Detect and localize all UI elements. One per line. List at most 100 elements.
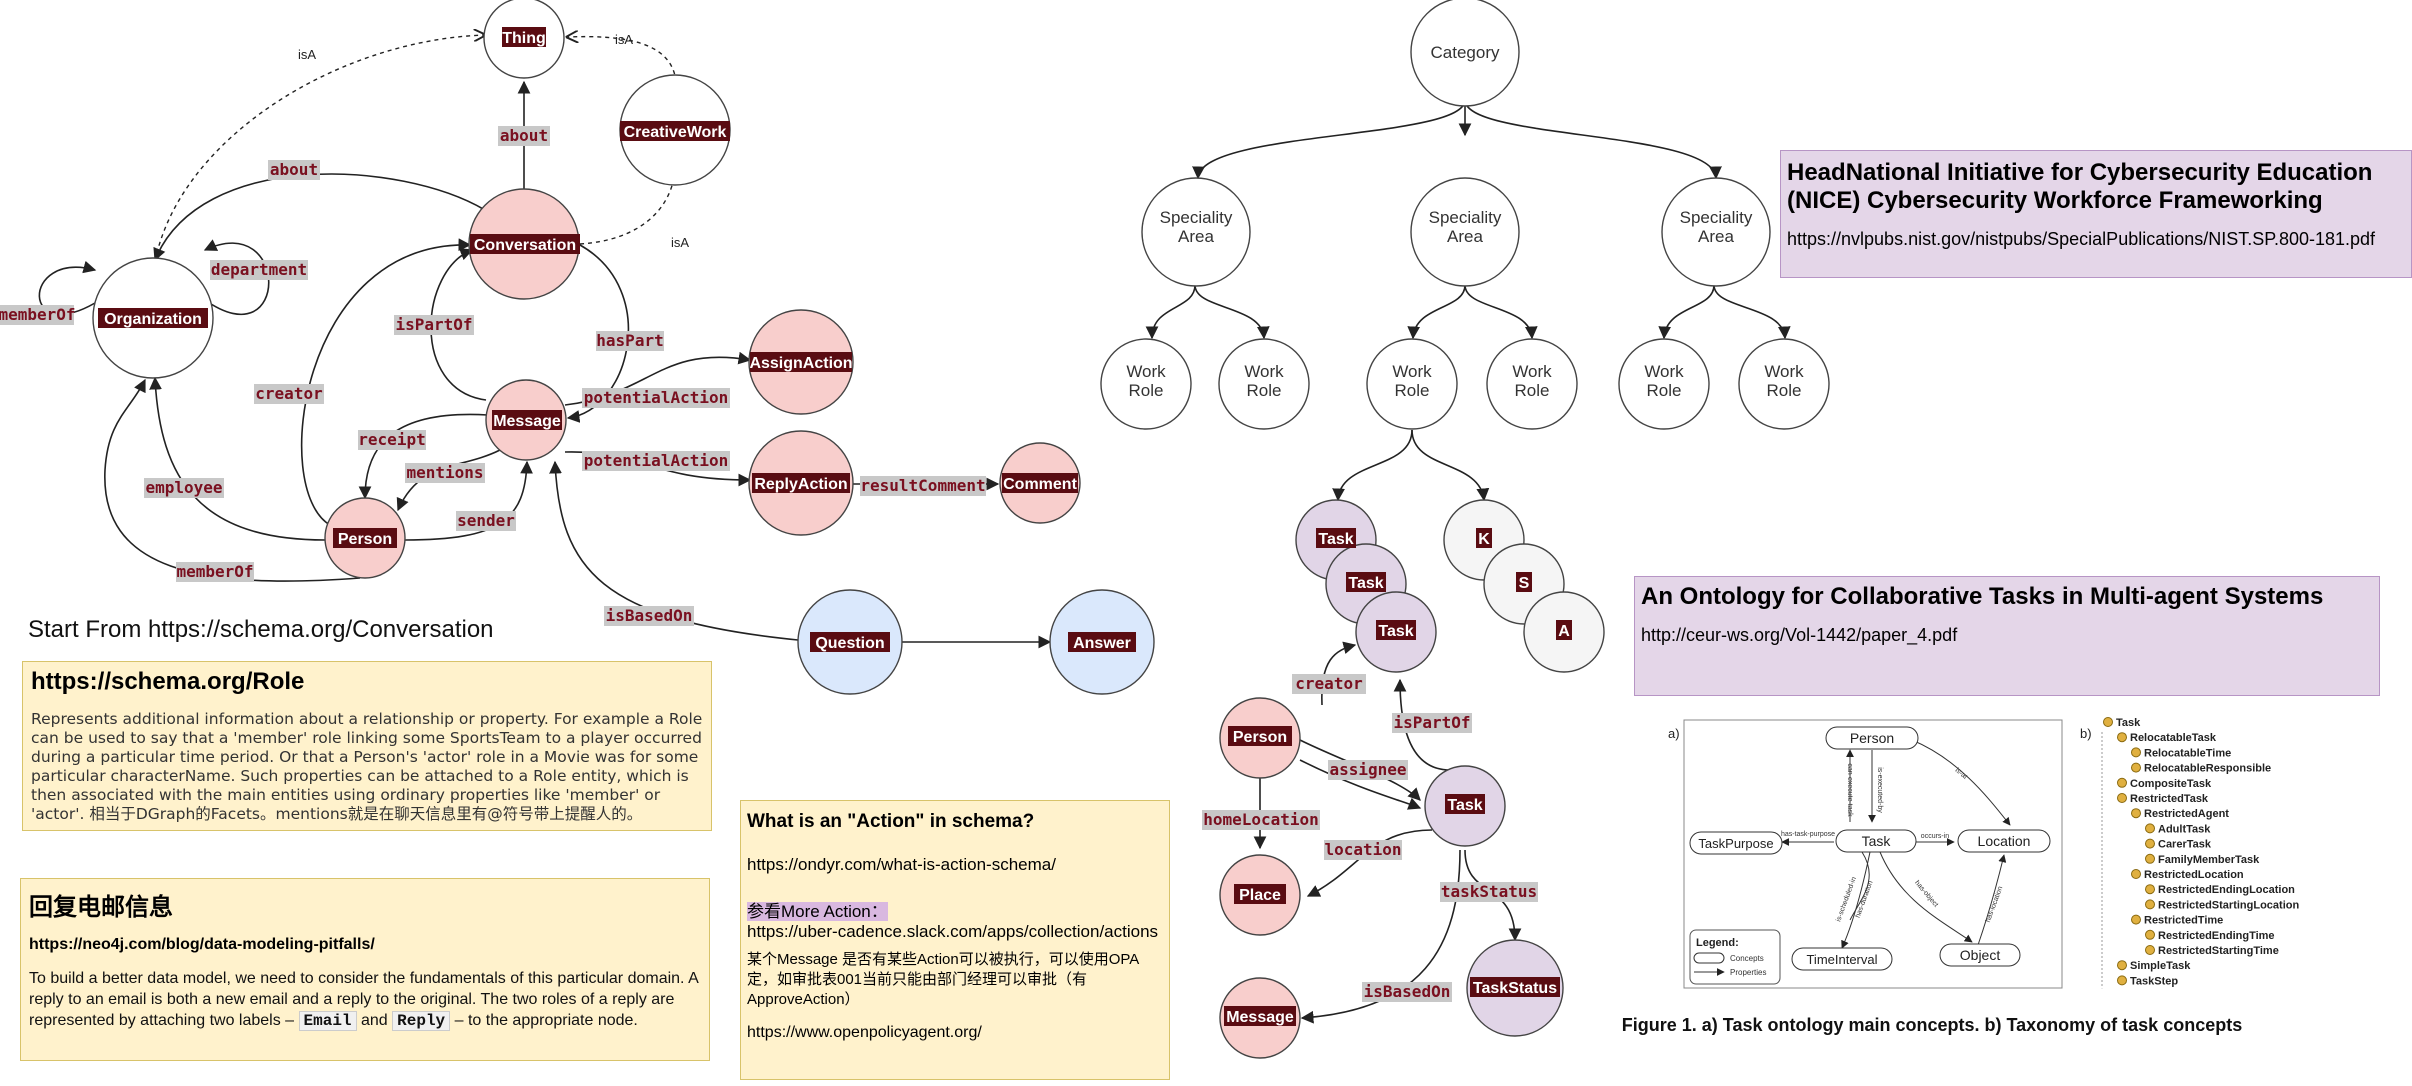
node-label-answer: Answer: [1073, 635, 1131, 652]
taxonomy-bullet-icon: [2131, 747, 2141, 758]
taxonomy-bullet-icon: [2103, 717, 2113, 727]
edge-receipt: [358, 413, 489, 500]
ontology-note-link[interactable]: http://ceur-ws.org/Vol-1442/paper_4.pdf: [1641, 625, 1958, 645]
tree-edge-label-homelocation: homeLocation: [1203, 810, 1319, 829]
taxonomy-bullet-icon: [2145, 838, 2155, 849]
edge-label-potentialaction-1: potentialAction: [584, 388, 729, 407]
edge-label-isa-right: isA: [615, 32, 633, 47]
action-note-link-3[interactable]: https://www.openpolicyagent.org/: [747, 1024, 982, 1041]
tree-edge-label-ispartof: isPartOf: [1393, 713, 1470, 732]
concept-taskpurpose: TaskPurpose: [1698, 836, 1773, 851]
start-label: Start From https://schema.org/Conversati…: [28, 616, 494, 643]
tree-label-speciality-1: Speciality Area: [1159, 208, 1233, 246]
tag-reply: Reply: [392, 1011, 451, 1031]
ontology-note: An Ontology for Collaborative Tasks in M…: [1634, 576, 2380, 696]
edge-label-haspart: hasPart: [596, 331, 663, 350]
edge-label-isbasedon: isBasedOn: [606, 606, 693, 625]
taxonomy-bullet-icon: [2131, 869, 2141, 879]
tree-label-taskstatus: TaskStatus: [1473, 980, 1557, 997]
concept-location: Location: [1978, 833, 2031, 849]
reply-note-link[interactable]: https://neo4j.com/blog/data-modeling-pit…: [29, 936, 375, 953]
taxonomy-item: RestrictedStartingTime: [2158, 945, 2279, 957]
legend-concepts: Concepts: [1730, 954, 1764, 963]
concept-object: Object: [1960, 947, 2001, 963]
taxonomy-item: RestrictedStartingLocation: [2158, 899, 2299, 911]
tree-label-workrole-6: Work Role: [1764, 362, 1804, 400]
relation-is-executed-by: is-executed-by: [1876, 767, 1883, 813]
taxonomy-bullet-icon: [2145, 899, 2155, 910]
taxonomy-bullet-icon: [2145, 853, 2155, 864]
taxonomy-item: AdultTask: [2158, 823, 2211, 835]
tree-node-workrole-3[interactable]: [1366, 338, 1458, 430]
tree-label-place: Place: [1239, 887, 1281, 904]
action-note-more-label: 参看More Action：: [747, 902, 888, 921]
edge-label-resultcomment: resultComment: [860, 476, 985, 495]
node-label-organization: Organization: [104, 311, 202, 328]
tree-label-workrole-5: Work Role: [1644, 362, 1684, 400]
schema-node-labels: Thing CreativeWork Conversation Organiza…: [98, 27, 1136, 652]
tree-node-speciality-1[interactable]: [1141, 177, 1251, 287]
taxonomy-bullet-icon: [2145, 945, 2155, 955]
tree-label-workrole-1: Work Role: [1126, 362, 1166, 400]
figure-panel-b: b) TaskRelocatableTaskRelocatableTimeRel…: [2080, 717, 2299, 989]
role-note: https://schema.org/Role Represents addit…: [22, 661, 712, 831]
legend-properties: Properties: [1730, 968, 1766, 977]
tree-label-workrole-3: Work Role: [1392, 362, 1432, 400]
concept-timeinterval: TimeInterval: [1806, 952, 1877, 967]
tree-node-speciality-3[interactable]: [1661, 177, 1771, 287]
edge-memberof-person-org: [104, 378, 361, 582]
edge-label-department: department: [211, 260, 307, 279]
tree-node-category[interactable]: [1410, 0, 1520, 107]
node-label-thing: Thing: [502, 30, 546, 47]
taxonomy-item: RestrictedEndingTime: [2158, 930, 2275, 942]
taxonomy-item: RestrictedTask: [2130, 793, 2209, 805]
tree-node-workrole-2[interactable]: [1218, 338, 1310, 430]
nice-note-link[interactable]: https://nvlpubs.nist.gov/nistpubs/Specia…: [1787, 229, 2376, 249]
nice-note-title: HeadNational Initiative for Cybersecurit…: [1787, 159, 2373, 214]
tree-label-a: A: [1558, 623, 1570, 640]
node-label-comment: Comment: [1003, 476, 1077, 493]
node-label-conversation: Conversation: [474, 237, 576, 254]
relation-has-task-purpose: has-task-purpose: [1781, 831, 1835, 838]
action-note-link-1[interactable]: https://ondyr.com/what-is-action-schema/: [747, 855, 1056, 874]
tree-node-workrole-5[interactable]: [1618, 338, 1710, 430]
taxonomy-item: RestrictedEndingLocation: [2158, 884, 2295, 896]
taxonomy-item: RestrictedLocation: [2144, 869, 2244, 881]
tree-node-speciality-2[interactable]: [1410, 177, 1520, 287]
node-label-assignaction: AssignAction: [749, 355, 852, 372]
tree-label-speciality-3: Speciality Area: [1679, 208, 1753, 246]
edge-label-mentions: mentions: [406, 463, 483, 482]
tree-node-workrole-6[interactable]: [1738, 338, 1830, 430]
edge-label-memberof-left: memberOf: [0, 305, 76, 324]
taxonomy-item: RelocatableTime: [2144, 747, 2231, 759]
node-label-replyaction: ReplyAction: [754, 476, 847, 493]
taxonomy-item: FamilyMemberTask: [2158, 854, 2260, 866]
edge-isa-conversation-creativework: [579, 172, 675, 245]
taxonomy-item: RestrictedAgent: [2144, 808, 2229, 820]
tree-label-k: K: [1478, 531, 1490, 548]
taxonomy-bullet-icon: [2117, 732, 2127, 743]
taxonomy-bullet-icon: [2145, 823, 2155, 834]
figure-panel-a-label: a): [1668, 726, 1680, 741]
edge-label-isa-left: isA: [298, 47, 316, 62]
tree-node-workrole-4[interactable]: [1486, 338, 1578, 430]
taxonomy-item: TaskStep: [2130, 975, 2178, 987]
taxonomy-item: RestrictedTime: [2144, 915, 2223, 927]
edge-label-about-top: about: [500, 126, 548, 145]
figure-panel-a: a) Person Task Location TaskPurpose Time…: [1668, 719, 2063, 989]
role-note-title: https://schema.org/Role: [31, 668, 305, 695]
tree-label-s: S: [1519, 575, 1530, 592]
action-note-link-2[interactable]: https://uber-cadence.slack.com/apps/coll…: [747, 922, 1159, 941]
tree-label-person: Person: [1233, 729, 1287, 746]
taxonomy-item: RelocatableTask: [2130, 732, 2217, 744]
tree-node-workrole-1[interactable]: [1100, 338, 1192, 430]
tree-edge-label-creator: creator: [1295, 674, 1362, 693]
tree-label-message: Message: [1226, 1009, 1294, 1026]
edge-department-self: [203, 239, 270, 316]
edge-label-creator: creator: [255, 384, 322, 403]
taxonomy-item: CompositeTask: [2130, 778, 2212, 790]
taxonomy-item: Task: [2116, 717, 2141, 729]
edge-label-receipt: receipt: [358, 430, 425, 449]
